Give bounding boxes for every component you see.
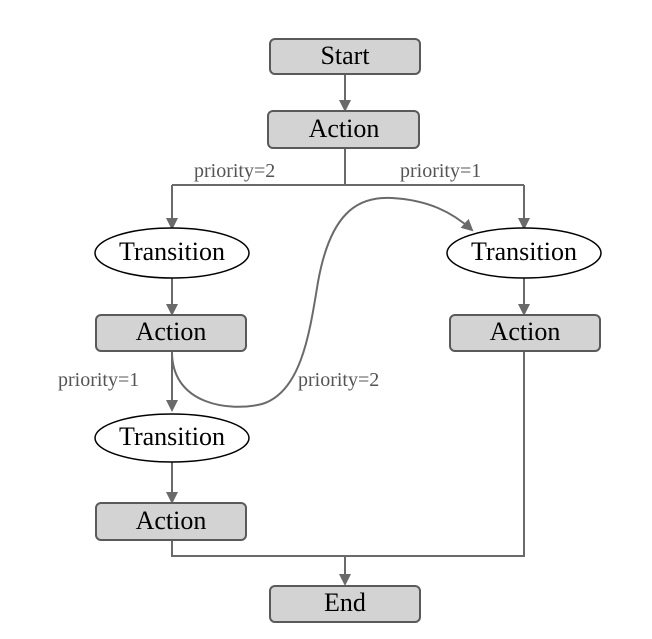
- node-end-label: End: [324, 588, 366, 617]
- node-action-left-2: Action: [95, 502, 247, 541]
- node-action-right: Action: [449, 314, 601, 352]
- edge-curve-priority-2: [171, 196, 474, 408]
- node-end: End: [269, 585, 421, 623]
- edge-label-priority-curve: priority=2: [298, 369, 379, 391]
- node-transition-left-1-label: Transition: [119, 237, 225, 266]
- edge-right-action-to-merge: [345, 351, 525, 557]
- edge-left-action-to-merge: [171, 540, 345, 557]
- node-action-left-2-label: Action: [136, 506, 207, 535]
- edge-label-priority-left-mid: priority=1: [58, 369, 139, 391]
- node-action-left-1: Action: [95, 314, 247, 352]
- node-action-1: Action: [267, 110, 420, 149]
- node-start: Start: [269, 38, 421, 75]
- node-action-right-label: Action: [490, 317, 561, 346]
- edge-labels: priority=2 priority=1 priority=1 priorit…: [58, 160, 481, 391]
- edge-label-priority-right-top: priority=1: [400, 160, 481, 182]
- node-action-left-1-label: Action: [136, 317, 207, 346]
- node-transition-left-1: Transition: [94, 227, 250, 279]
- node-start-label: Start: [320, 41, 370, 70]
- edge-label-priority-left-top: priority=2: [194, 160, 275, 182]
- node-transition-right: Transition: [446, 227, 602, 279]
- node-transition-left-2-label: Transition: [119, 422, 225, 451]
- node-transition-left-2: Transition: [94, 413, 250, 463]
- node-action-1-label: Action: [309, 114, 380, 143]
- node-transition-right-label: Transition: [471, 237, 577, 266]
- edges: [166, 74, 530, 586]
